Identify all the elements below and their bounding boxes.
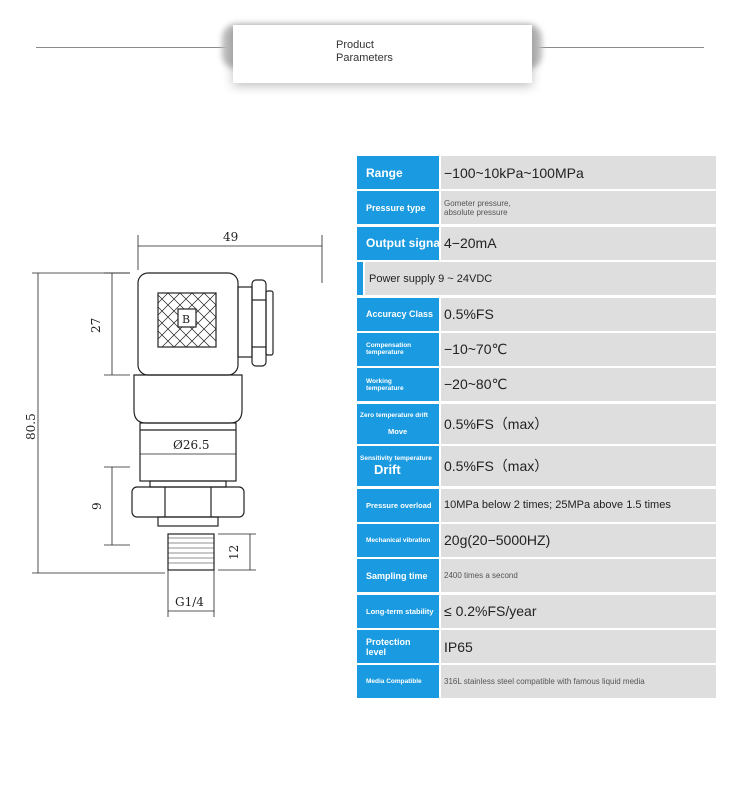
spec-row-protection-level: Protection level IP65	[357, 630, 716, 664]
spec-value: 0.5%FS	[441, 297, 716, 331]
spec-label-line2: temperature	[366, 384, 404, 392]
spec-label-line1: Zero temperature drift	[360, 411, 428, 419]
spec-label-line1: Working	[366, 377, 392, 385]
dim-hex-height: 9	[90, 502, 104, 510]
spec-label: Protection level	[357, 630, 439, 664]
spec-value: ≤ 0.2%FS/year	[441, 594, 716, 628]
spec-table: Range −100~10kPa~100MPa Pressure type Go…	[357, 156, 716, 699]
dim-width: 49	[223, 230, 238, 244]
spec-label: Pressure overload	[357, 488, 439, 522]
spec-row-range: Range −100~10kPa~100MPa	[357, 156, 716, 189]
body	[139, 422, 237, 482]
header-rule-left	[36, 47, 228, 48]
spec-label-line2: level	[366, 646, 387, 657]
spec-value: 4−20mA	[441, 226, 716, 260]
spec-label	[357, 262, 363, 296]
spec-value-line2: absolute pressure	[444, 207, 508, 217]
spec-label: Output signal	[357, 226, 439, 260]
spec-label: Zero temperature drift Move	[357, 403, 439, 444]
spec-label: Media Compatible	[357, 665, 439, 699]
spec-value: −100~10kPa~100MPa	[441, 156, 716, 189]
spec-label-line1: Sensitivity temperature	[360, 455, 432, 463]
dim-top-height: 27	[89, 318, 103, 333]
spec-label: Sampling time	[357, 559, 439, 593]
spec-label-line2: Move	[388, 426, 408, 436]
connector-mark-box	[177, 308, 197, 328]
cable-gland	[251, 279, 267, 367]
spec-row-working-temperature: Working temperature −20~80℃	[357, 368, 716, 402]
page-title: Product Parameters	[336, 39, 393, 65]
connector-mesh	[157, 292, 217, 348]
spec-label: Range	[357, 156, 439, 189]
spec-value: −10~70℃	[441, 332, 716, 366]
spec-row-zero-drift: Zero temperature drift Move 0.5%FS（max）	[357, 403, 716, 444]
spec-value: 20g(20−5000HZ)	[441, 523, 716, 557]
cable-gland-cap	[265, 290, 274, 356]
spec-row-accuracy: Accuracy Class 0.5%FS	[357, 297, 716, 331]
spec-label-line2: temperature	[366, 349, 404, 357]
spec-row-sampling-time: Sampling time 2400 times a second	[357, 559, 716, 593]
spec-value: −20~80℃	[441, 368, 716, 402]
connector-mark: B	[182, 313, 190, 326]
spec-row-sensitivity-drift: Sensitivity temperature Drift 0.5%FS（max…	[357, 446, 716, 487]
spec-value-line1: Gometer pressure,	[444, 198, 511, 208]
thread-label: G1/4	[175, 595, 204, 609]
spec-row-long-term-stability: Long-term stability ≤ 0.2%FS/year	[357, 594, 716, 628]
spec-label: Pressure type	[357, 191, 439, 225]
page-title-line2: Parameters	[336, 52, 393, 64]
spec-label: Sensitivity temperature Drift	[357, 446, 439, 487]
header-rule-right	[537, 47, 704, 48]
spec-value: 10MPa below 2 times; 25MPa above 1.5 tim…	[441, 488, 716, 522]
spec-label-line2: Drift	[374, 462, 401, 478]
spec-label: Compensation temperature	[357, 332, 439, 366]
housing	[133, 374, 243, 424]
spec-label-line1: Compensation	[366, 342, 412, 350]
cable-gland-neck	[237, 286, 253, 358]
spec-label: Mechanical vibration	[357, 523, 439, 557]
spec-label: Working temperature	[357, 368, 439, 402]
header-card: Product Parameters	[233, 25, 532, 83]
spec-value: 0.5%FS（max）	[441, 446, 716, 487]
spec-value: 0.5%FS（max）	[441, 403, 716, 444]
dim-diameter: Ø26.5	[173, 438, 210, 452]
spec-row-power-supply: Power supply 9 ~ 24VDC	[357, 262, 716, 296]
spec-value: 2400 times a second	[441, 559, 716, 593]
spec-row-media-compatible: Media Compatible 316L stainless steel co…	[357, 665, 716, 699]
page-title-line1: Product	[336, 39, 374, 51]
thread	[167, 533, 215, 571]
spec-value: 316L stainless steel compatible with fam…	[441, 665, 716, 699]
spec-row-compensation-temperature: Compensation temperature −10~70℃	[357, 332, 716, 366]
spec-row-mechanical-vibration: Mechanical vibration 20g(20−5000HZ)	[357, 523, 716, 557]
spec-value: IP65	[441, 630, 716, 664]
dim-thread-height: 12	[227, 545, 241, 560]
spec-row-pressure-overload: Pressure overload 10MPa below 2 times; 2…	[357, 488, 716, 522]
spec-value: Gometer pressure, absolute pressure	[441, 191, 716, 225]
spec-row-output-signal: Output signal 4−20mA	[357, 226, 716, 260]
sensor-drawing: 49 27 80.5 Ø26.5 9 12 G1/4 B	[24, 230, 323, 617]
spec-label-line1: Protection	[366, 636, 411, 647]
spec-value: Power supply 9 ~ 24VDC	[365, 262, 716, 296]
hex-nut	[131, 486, 245, 518]
spec-row-pressure-type: Pressure type Gometer pressure, absolute…	[357, 191, 716, 225]
dim-total-height: 80.5	[24, 413, 38, 440]
spec-label: Long-term stability	[357, 594, 439, 628]
spec-label: Accuracy Class	[357, 297, 439, 331]
